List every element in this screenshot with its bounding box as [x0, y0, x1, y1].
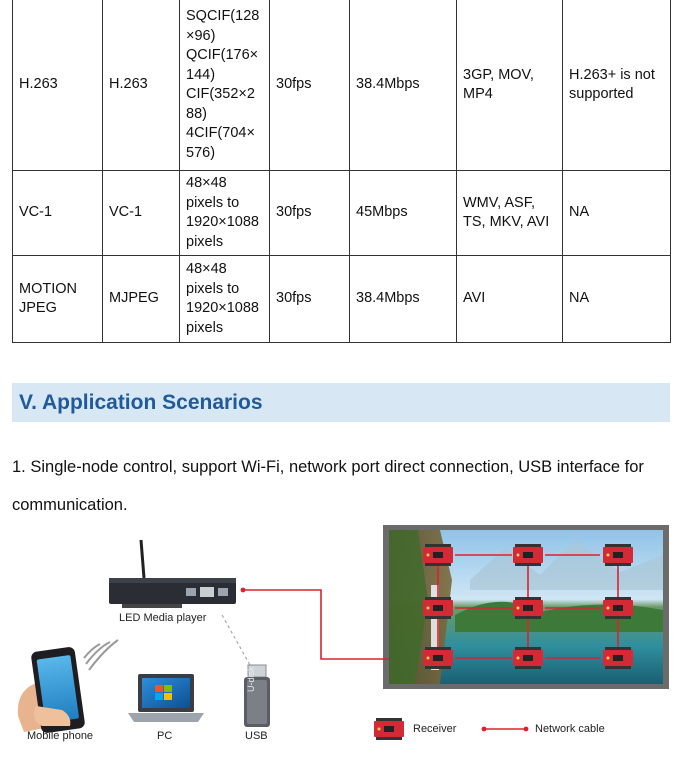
media-player-label: LED Media player: [119, 612, 207, 624]
codec-cell: H.263: [102, 0, 180, 171]
usb-label: USB: [245, 730, 268, 742]
cable-endpoint: [240, 587, 246, 593]
section-title: V. Application Scenarios: [19, 391, 263, 414]
application-diagram: LED Media player Mobile phone PC USB U-d…: [0, 520, 682, 774]
usb-dashed-link: [221, 614, 251, 666]
scenario-paragraph: 1. Single-node control, support Wi-Fi, n…: [12, 458, 644, 514]
resolution-cell: 48×48 pixels to 1920×1088 pixels: [179, 170, 270, 256]
format-name-cell: MOTION JPEG: [12, 255, 103, 343]
legend-receiver-icon: [374, 718, 404, 740]
laptop-icon: [128, 674, 204, 722]
diagram-graphics: [17, 525, 669, 740]
fps-cell: 30fps: [269, 170, 350, 256]
bitrate-cell: 38.4Mbps: [349, 0, 457, 171]
phone-icon: [17, 647, 85, 733]
table-row: MOTION JPEG MJPEG 48×48 pixels to 1920×1…: [12, 255, 671, 343]
fps-cell: 30fps: [269, 255, 350, 343]
format-name-cell: VC-1: [12, 170, 103, 256]
legend-network-cable-label: Network cable: [535, 723, 605, 735]
bitrate-cell: 45Mbps: [349, 170, 457, 256]
pc-label: PC: [157, 730, 173, 742]
note-cell: H.263+ is not supported: [562, 0, 671, 171]
container-formats-cell: WMV, ASF, TS, MKV, AVI: [456, 170, 563, 256]
codec-cell: MJPEG: [102, 255, 180, 343]
screen-cable-network: [437, 554, 619, 659]
resolution-cell: SQCIF(128 ×96) QCIF(176× 144) CIF(352×2 …: [179, 0, 270, 171]
format-name-cell: H.263: [12, 0, 103, 171]
resolution-cell: 48×48 pixels to 1920×1088 pixels: [179, 255, 270, 343]
udisk-label: U-disk: [246, 666, 256, 692]
mobile-phone-label: Mobile phone: [27, 730, 94, 742]
codec-cell: VC-1: [102, 170, 180, 256]
usb-stick-icon: [244, 664, 270, 727]
note-cell: NA: [562, 255, 671, 343]
bitrate-cell: 38.4Mbps: [349, 255, 457, 343]
table-row: VC-1 VC-1 48×48 pixels to 1920×1088 pixe…: [12, 170, 671, 256]
wifi-waves-icon: [83, 639, 119, 671]
section-heading-band: V. Application Scenarios: [12, 383, 670, 422]
table-row: H.263 H.263 SQCIF(128 ×96) QCIF(176× 144…: [12, 0, 671, 171]
container-formats-cell: AVI: [456, 255, 563, 343]
led-media-player-device: [109, 539, 236, 608]
legend-receiver-label: Receiver: [413, 723, 457, 735]
note-cell: NA: [562, 170, 671, 256]
codec-spec-table: H.263 H.263 SQCIF(128 ×96) QCIF(176× 144…: [12, 0, 671, 343]
antenna-icon: [139, 539, 146, 579]
legend-network-cable-icon: [481, 726, 529, 732]
fps-cell: 30fps: [269, 0, 350, 171]
container-formats-cell: 3GP, MOV, MP4: [456, 0, 563, 171]
network-cable-link: [243, 589, 389, 660]
